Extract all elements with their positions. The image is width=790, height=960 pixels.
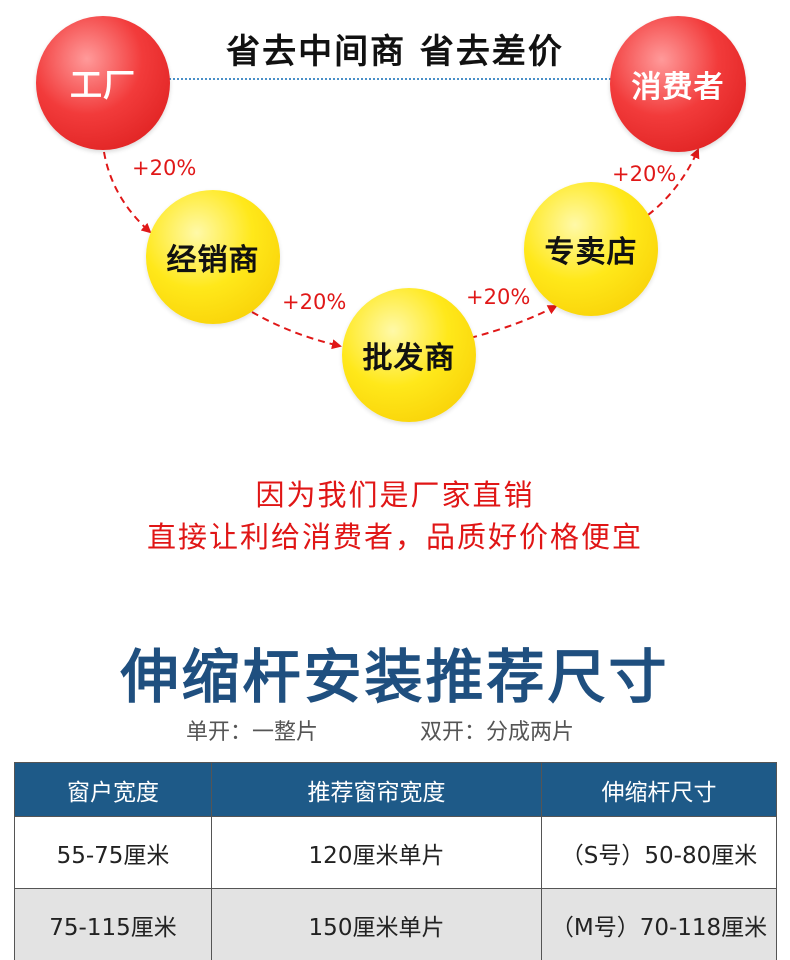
- table-row: 75-115厘米 150厘米单片 （M号）70-118厘米: [14, 888, 777, 960]
- node-factory-label: 工厂: [69, 66, 136, 104]
- node-wholesaler: 批发商: [342, 288, 476, 422]
- note-single-open: 单开：一整片: [186, 720, 319, 745]
- node-retailer: 专卖店: [524, 182, 658, 316]
- flow-arrows: [103, 148, 700, 350]
- markup-label: +20%: [132, 156, 197, 180]
- node-consumer-label: 消费者: [631, 70, 725, 105]
- arrow-dealer-wholesaler: [251, 311, 342, 350]
- cell-curtain-width: 120厘米单片: [211, 816, 542, 889]
- slogan-line-1: 因为我们是厂家直销: [255, 478, 535, 512]
- node-dealer-label: 经销商: [166, 243, 260, 278]
- cell-curtain-width: 150厘米单片: [211, 888, 542, 960]
- node-dealer: 经销商: [146, 190, 280, 324]
- arrow-retailer-consumer: [647, 148, 700, 216]
- node-consumer: 消费者: [610, 16, 746, 152]
- slogan-line-2: 直接让利给消费者，品质好价格便宜: [146, 520, 643, 554]
- header-curtain-width: 推荐窗帘宽度: [211, 762, 542, 817]
- node-wholesaler-label: 批发商: [362, 341, 456, 376]
- node-factory: 工厂: [36, 16, 170, 150]
- flow-title: 省去中间商 省去差价: [226, 32, 564, 72]
- cell-window-width: 75-115厘米: [14, 888, 212, 960]
- size-table: 窗户宽度 推荐窗帘宽度 伸缩杆尺寸 55-75厘米 120厘米单片 （S号）50…: [14, 762, 777, 960]
- table-header-row: 窗户宽度 推荐窗帘宽度 伸缩杆尺寸: [14, 762, 777, 817]
- markup-label: +20%: [282, 290, 347, 314]
- header-rod-size: 伸缩杆尺寸: [541, 762, 777, 817]
- node-retailer-label: 专卖店: [544, 235, 638, 270]
- cell-rod-size: （M号）70-118厘米: [541, 888, 777, 960]
- header-window-width: 窗户宽度: [14, 762, 212, 817]
- markup-label: +20%: [466, 285, 531, 309]
- markup-label: +20%: [612, 162, 677, 186]
- arrow-factory-dealer: [103, 151, 152, 234]
- note-double-open: 双开：分成两片: [420, 720, 575, 745]
- cell-window-width: 55-75厘米: [14, 816, 212, 889]
- table-row: 55-75厘米 120厘米单片 （S号）50-80厘米: [14, 816, 777, 889]
- dotted-connector: [165, 78, 615, 80]
- size-section-title: 伸缩杆安装推荐尺寸: [120, 643, 670, 711]
- cell-rod-size: （S号）50-80厘米: [541, 816, 777, 889]
- arrow-wholesaler-retailer: [469, 305, 558, 339]
